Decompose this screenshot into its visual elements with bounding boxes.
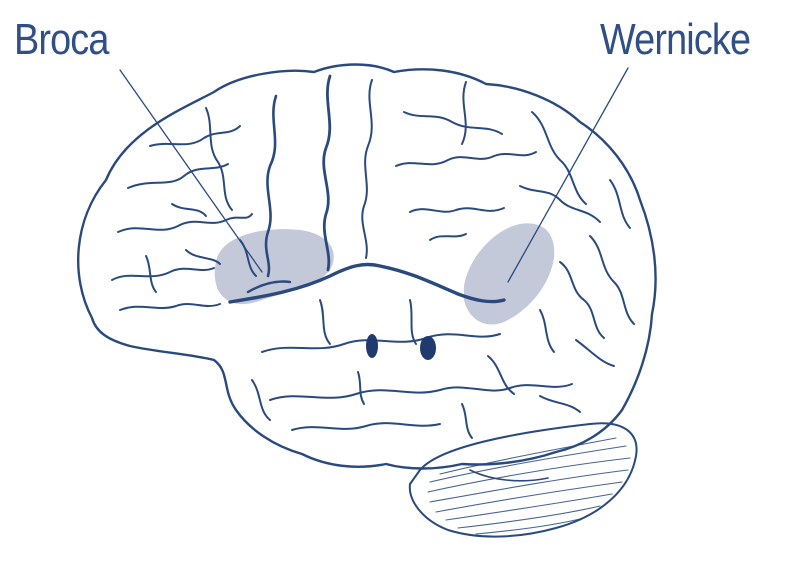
cerebellum-folia — [427, 437, 631, 535]
occipital-lobe-gyri — [539, 179, 635, 367]
broca-label: Broca — [14, 15, 109, 64]
parietal-lobe-gyri — [361, 79, 601, 259]
lateral-fissure — [228, 262, 506, 304]
wernicke-area-highlight — [464, 223, 555, 325]
brainstem-outline — [469, 469, 549, 482]
cerebellum-outline — [408, 422, 638, 538]
wernicke-pointer-line — [507, 67, 629, 283]
frontal-lobe-gyri — [111, 107, 257, 311]
wernicke-label: Wernicke — [600, 15, 751, 64]
fissure-accents — [366, 334, 436, 360]
central-sulcus — [322, 74, 332, 272]
temporal-lobe-gyri — [251, 299, 581, 439]
cerebrum-outline — [77, 63, 657, 470]
broca-pointer-line — [119, 69, 263, 273]
